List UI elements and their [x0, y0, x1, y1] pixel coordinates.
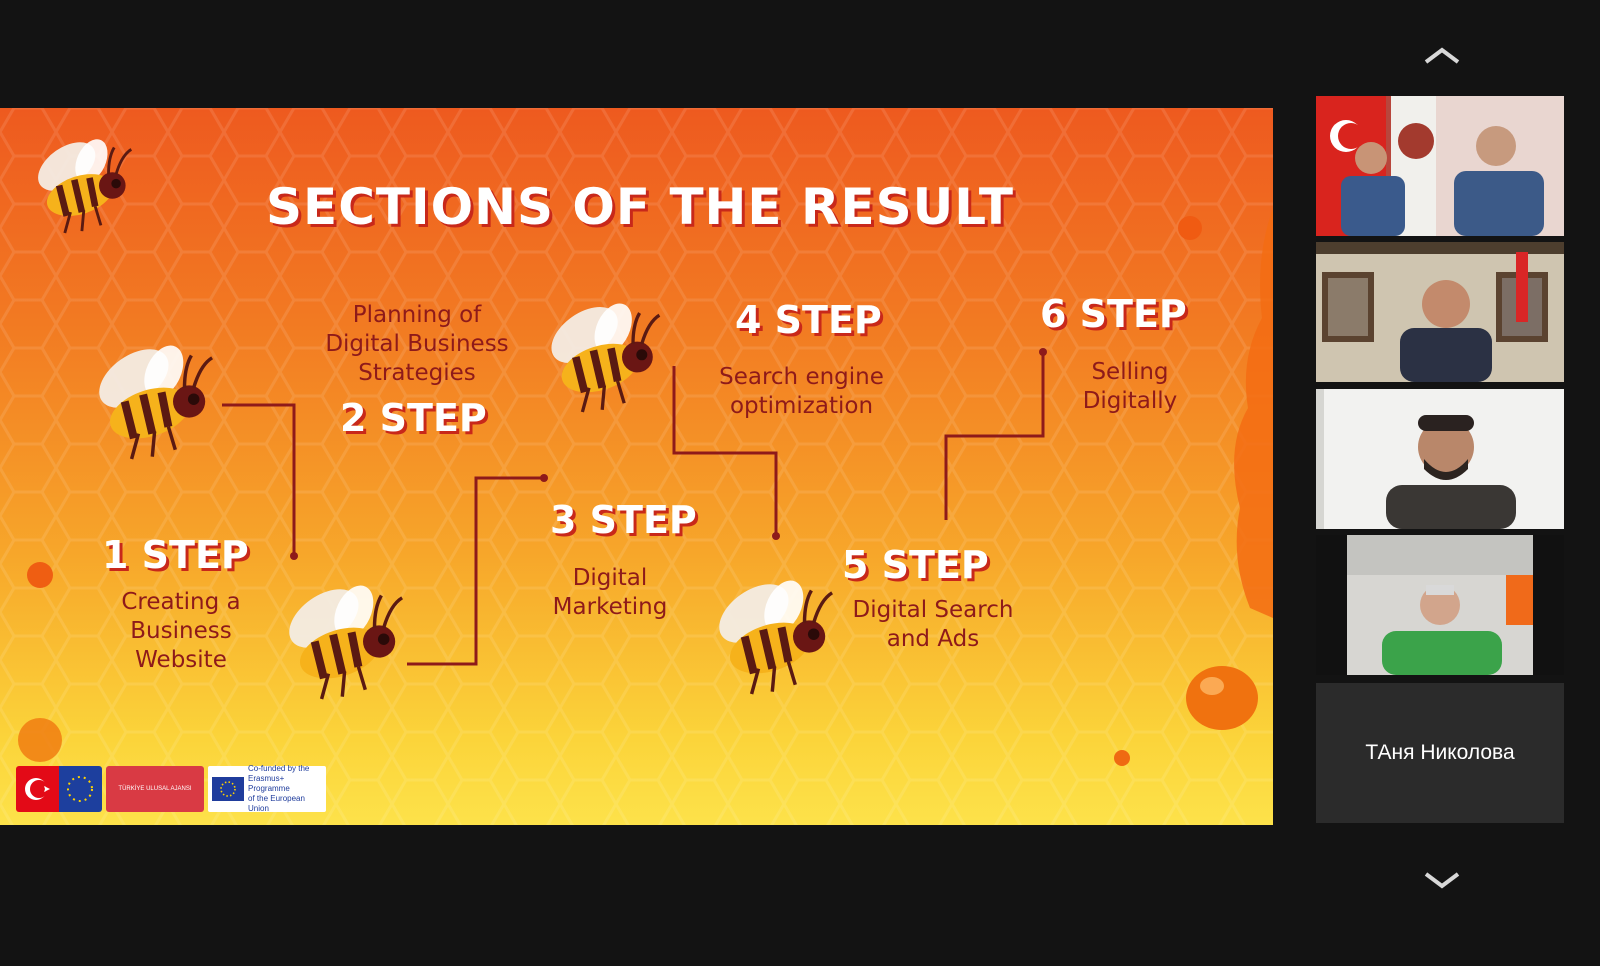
step-2-description: Planning of Digital Business Strategies — [325, 302, 509, 386]
step-1-heading: 1 STEP — [102, 533, 249, 577]
participant-video-1[interactable] — [1316, 96, 1564, 236]
step-4-heading: 4 STEP — [735, 298, 882, 342]
step-5-heading: 5 STEP — [842, 543, 989, 587]
sponsor-logos: TÜRKİYE ULUSAL AJANSI Co-funded by the E… — [16, 764, 326, 813]
slide-title: SECTIONS OF THE RESULT — [266, 178, 1014, 236]
eu-text-line: of the European Union — [248, 794, 305, 813]
step-1-description: Creating a Business Website — [121, 589, 241, 673]
slide-decoration — [0, 108, 1273, 825]
step-4-description: Search engine optimization — [719, 364, 884, 419]
step-3-heading: 3 STEP — [550, 498, 697, 542]
participant-video-3[interactable] — [1316, 389, 1564, 529]
chevron-up-icon[interactable] — [1422, 44, 1462, 68]
shared-screen-slide: SECTIONS OF THE RESULT 1 STEP Creating a… — [0, 108, 1273, 825]
eu-text-line: Erasmus+ Programme — [248, 774, 290, 793]
participant-video-4[interactable] — [1316, 535, 1564, 675]
eu-text-line: Co-funded by the — [248, 764, 310, 773]
participant-name-tile[interactable]: ТАня Николова — [1316, 683, 1564, 823]
chevron-down-icon[interactable] — [1422, 868, 1462, 892]
turkey-eu-flag-logo — [16, 766, 102, 812]
step-5-description: Digital Search and Ads — [852, 597, 1014, 652]
eu-flag-icon — [212, 777, 244, 801]
step-3-description: Digital Marketing — [552, 565, 668, 620]
step-6-heading: 6 STEP — [1040, 292, 1187, 336]
step-2-heading: 2 STEP — [340, 396, 487, 440]
erasmus-logo: Co-funded by the Erasmus+ Programme of t… — [208, 764, 326, 813]
participant-video-2[interactable] — [1316, 242, 1564, 382]
national-agency-logo: TÜRKİYE ULUSAL AJANSI — [106, 766, 204, 812]
step-6-description: Selling Digitally — [1082, 359, 1178, 414]
